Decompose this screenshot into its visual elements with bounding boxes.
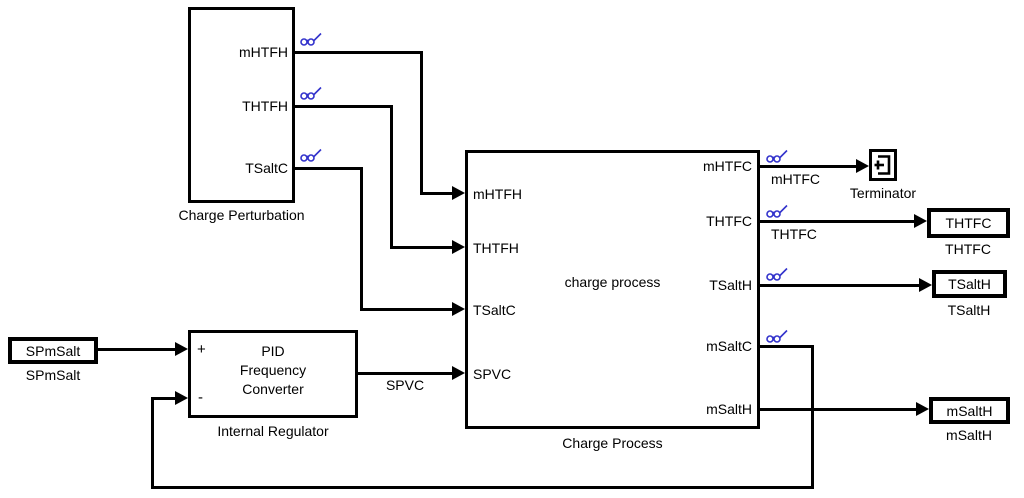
- signal-viewer-icon-msaltc[interactable]: [765, 328, 789, 343]
- wire-mhtfc[interactable]: [760, 165, 857, 168]
- pid-text: PID Frequency Converter: [191, 342, 355, 399]
- wire-msaltc-seg2[interactable]: [811, 345, 814, 489]
- signal-viewer-icon-mhtfh[interactable]: [299, 31, 323, 46]
- block-text-thtfc: THTFC: [945, 215, 992, 231]
- port-label-thtfh-out: THTFH: [242, 98, 288, 114]
- arrowhead-tsaltc: [452, 302, 465, 316]
- port-label-out-mhtfc: mHTFC: [703, 158, 752, 174]
- wire-thtfh-seg2[interactable]: [390, 105, 393, 249]
- port-label-out-tsalth: TSaltH: [709, 277, 752, 293]
- arrowhead-mhtfc: [856, 159, 869, 173]
- wire-spmsalt[interactable]: [98, 348, 176, 351]
- block-label-charge-perturbation: Charge Perturbation: [178, 207, 305, 223]
- wire-label-mhtfc: mHTFC: [771, 171, 820, 187]
- block-label-tsalth: TSaltH: [947, 302, 991, 318]
- wire-msalth[interactable]: [760, 408, 917, 411]
- block-title-charge-process: charge process: [564, 274, 661, 290]
- terminator-icon: [874, 155, 891, 175]
- pid-plus-port: +: [197, 341, 206, 358]
- wire-label-thtfc: THTFC: [771, 226, 817, 242]
- port-label-in-spvc: SPVC: [473, 366, 512, 382]
- wire-label-spvc: SPVC: [385, 377, 425, 393]
- wire-thtfh-seg1[interactable]: [295, 105, 393, 108]
- signal-viewer-icon-mhtfc[interactable]: [765, 148, 789, 163]
- block-charge-perturbation[interactable]: mHTFH THTFH TSaltC: [188, 7, 295, 203]
- arrowhead-tsalth: [919, 278, 932, 292]
- wire-mhtfh-seg2[interactable]: [420, 51, 423, 195]
- wire-tsaltc-seg2[interactable]: [360, 167, 363, 310]
- arrowhead-mhtfh: [452, 186, 465, 200]
- signal-viewer-icon-thtfc[interactable]: [765, 203, 789, 218]
- block-msalth-out[interactable]: mSaltH: [929, 397, 1010, 424]
- wire-msaltc-seg3[interactable]: [151, 486, 814, 489]
- wire-tsalth[interactable]: [760, 284, 920, 287]
- block-label-terminator: Terminator: [849, 185, 917, 201]
- wire-msaltc-seg1[interactable]: [760, 345, 814, 348]
- port-label-out-msaltc: mSaltC: [706, 338, 752, 354]
- wire-thtfc[interactable]: [760, 220, 915, 223]
- wire-mhtfh-seg1[interactable]: [295, 51, 423, 54]
- block-label-msalth: mSaltH: [946, 427, 992, 443]
- block-text-spmsalt: SPmSalt: [25, 342, 81, 359]
- block-charge-process[interactable]: charge process mHTFH THTFH TSaltC SPVC m…: [465, 150, 760, 429]
- wire-mhtfh-seg3[interactable]: [420, 192, 453, 195]
- arrowhead-thtfc: [914, 214, 927, 228]
- wire-msaltc-seg5[interactable]: [151, 397, 176, 400]
- block-label-charge-process: Charge Process: [562, 435, 663, 451]
- wire-spvc[interactable]: [358, 372, 453, 375]
- pid-line-3: Converter: [242, 381, 304, 397]
- block-text-tsalth: TSaltH: [948, 276, 991, 292]
- arrowhead-spvc: [452, 366, 465, 380]
- arrowhead-spmsalt: [175, 342, 188, 356]
- signal-viewer-icon-tsaltc[interactable]: [299, 147, 323, 162]
- port-label-mhtfh-out: mHTFH: [239, 44, 288, 60]
- block-tsalth-out[interactable]: TSaltH: [932, 270, 1007, 298]
- pid-line-2: Frequency: [239, 362, 307, 378]
- signal-viewer-icon-thtfh[interactable]: [299, 85, 323, 100]
- port-label-tsaltc-out: TSaltC: [245, 160, 288, 176]
- port-label-in-tsaltc: TSaltC: [473, 302, 516, 318]
- port-label-in-thtfh: THTFH: [473, 240, 519, 256]
- block-label-spmsalt: SPmSalt: [25, 367, 81, 383]
- arrowhead-msaltc-feedback: [175, 391, 188, 405]
- port-label-in-mhtfh: mHTFH: [473, 186, 522, 202]
- wire-tsaltc-seg3[interactable]: [360, 308, 453, 311]
- block-spmsalt[interactable]: SPmSalt: [8, 337, 98, 364]
- arrowhead-msalth: [916, 402, 929, 416]
- block-pid-frequency-converter[interactable]: PID Frequency Converter + -: [188, 330, 358, 418]
- pid-line-1: PID: [261, 343, 285, 359]
- wire-tsaltc-seg1[interactable]: [295, 167, 363, 170]
- block-terminator[interactable]: [869, 149, 897, 181]
- wire-msaltc-seg4[interactable]: [151, 397, 154, 489]
- arrowhead-thtfh: [452, 240, 465, 254]
- port-label-out-msalth: mSaltH: [706, 401, 752, 417]
- block-label-internal-regulator: Internal Regulator: [217, 423, 329, 439]
- block-label-thtfc: THTFC: [945, 241, 991, 257]
- signal-viewer-icon-tsalth[interactable]: [765, 266, 789, 281]
- pid-minus-port: -: [198, 389, 203, 406]
- wire-thtfh-seg3[interactable]: [390, 246, 453, 249]
- port-label-out-thtfc: THTFC: [706, 213, 752, 229]
- block-thtfc-out[interactable]: THTFC: [927, 208, 1010, 238]
- block-text-msalth: mSaltH: [946, 402, 993, 419]
